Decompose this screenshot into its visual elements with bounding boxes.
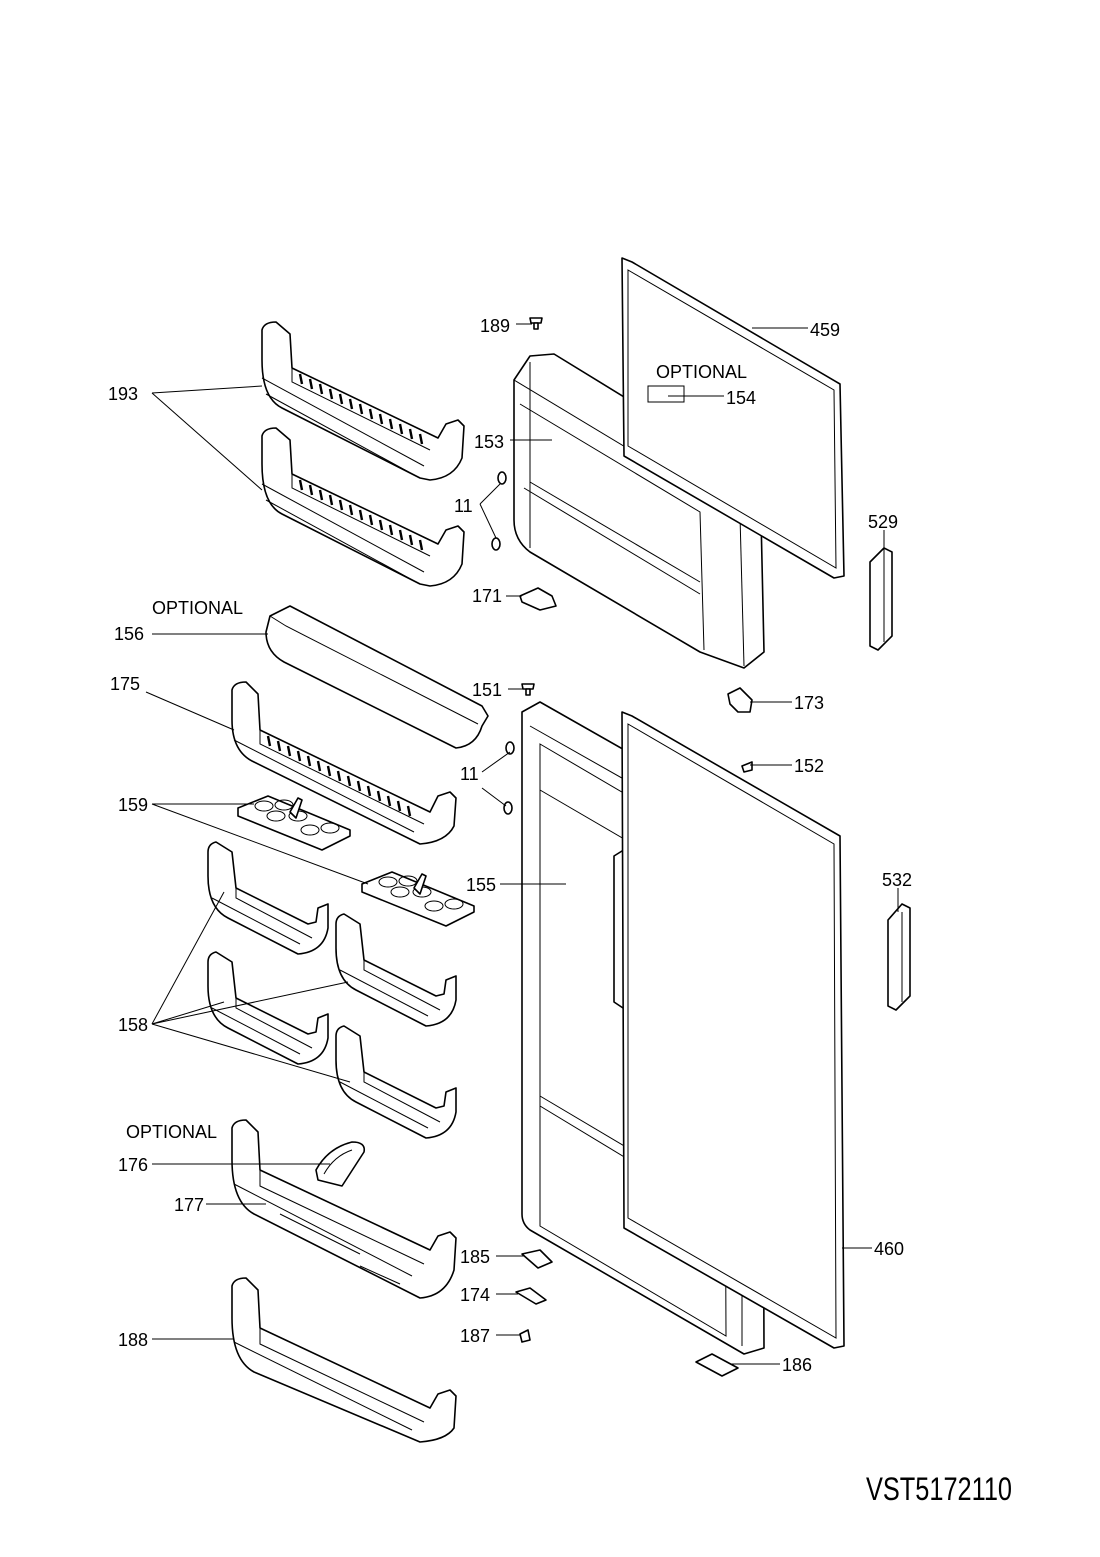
plug-11-upper-b xyxy=(491,537,501,551)
plug-11-lower-b xyxy=(503,801,513,815)
bottle-bin-158-d xyxy=(335,1025,457,1139)
door-shelf-193-upper xyxy=(261,321,465,481)
pin-187 xyxy=(519,1329,531,1343)
label-532: 532 xyxy=(882,870,912,890)
door-shelf-188 xyxy=(231,1277,457,1443)
label-151: 151 xyxy=(472,680,502,700)
plug-11-upper-a xyxy=(497,471,507,485)
label-185: 185 xyxy=(460,1247,490,1267)
document-code: VST5172110 xyxy=(866,1471,1012,1507)
egg-tray-159-lower xyxy=(361,871,475,927)
label-171: 171 xyxy=(472,586,502,606)
label-173: 173 xyxy=(794,693,824,713)
freezer-gasket-459 xyxy=(621,257,845,579)
hinge-186 xyxy=(695,1353,739,1377)
bottle-bin-158-a xyxy=(207,841,329,955)
door-shelf-177 xyxy=(231,1119,457,1299)
hinge-173 xyxy=(727,687,753,713)
door-shelf-175 xyxy=(231,681,457,845)
label-188: 188 xyxy=(118,1330,148,1350)
label-189: 189 xyxy=(480,316,510,336)
label-158: 158 xyxy=(118,1015,148,1035)
label-154: 154 xyxy=(726,388,756,408)
label-sticker-154 xyxy=(647,385,685,403)
dairy-cover-156 xyxy=(265,605,489,749)
label-optional-154: OPTIONAL xyxy=(656,362,747,382)
handle-532 xyxy=(887,903,911,1011)
label-174: 174 xyxy=(460,1285,490,1305)
plug-152 xyxy=(741,761,753,773)
label-176: 176 xyxy=(118,1155,148,1175)
leader-lines xyxy=(145,323,899,1365)
shelf-divider-176 xyxy=(315,1141,366,1187)
label-175: 175 xyxy=(110,674,140,694)
label-187: 187 xyxy=(460,1326,490,1346)
label-152: 152 xyxy=(794,756,824,776)
label-186: 186 xyxy=(782,1355,812,1375)
label-11-upper: 11 xyxy=(454,496,473,516)
hinge-185 xyxy=(521,1249,553,1269)
fresh-food-gasket-460 xyxy=(621,711,845,1349)
label-156: 156 xyxy=(114,624,144,644)
label-155: 155 xyxy=(466,875,496,895)
label-159: 159 xyxy=(118,795,148,815)
label-optional-156: OPTIONAL xyxy=(152,598,243,618)
label-193: 193 xyxy=(108,384,138,404)
label-optional-176: OPTIONAL xyxy=(126,1122,217,1142)
bottle-bin-158-b xyxy=(335,913,457,1027)
label-11-lower: 11 xyxy=(460,764,479,784)
label-529: 529 xyxy=(868,512,898,532)
plug-11-lower-a xyxy=(505,741,515,755)
bracket-174 xyxy=(515,1287,547,1305)
door-shelf-193-lower xyxy=(261,427,465,587)
label-177: 177 xyxy=(174,1195,204,1215)
label-459: 459 xyxy=(810,320,840,340)
hinge-171 xyxy=(519,587,557,611)
label-460: 460 xyxy=(874,1239,904,1259)
label-153: 153 xyxy=(474,432,504,452)
handle-529 xyxy=(869,547,893,651)
